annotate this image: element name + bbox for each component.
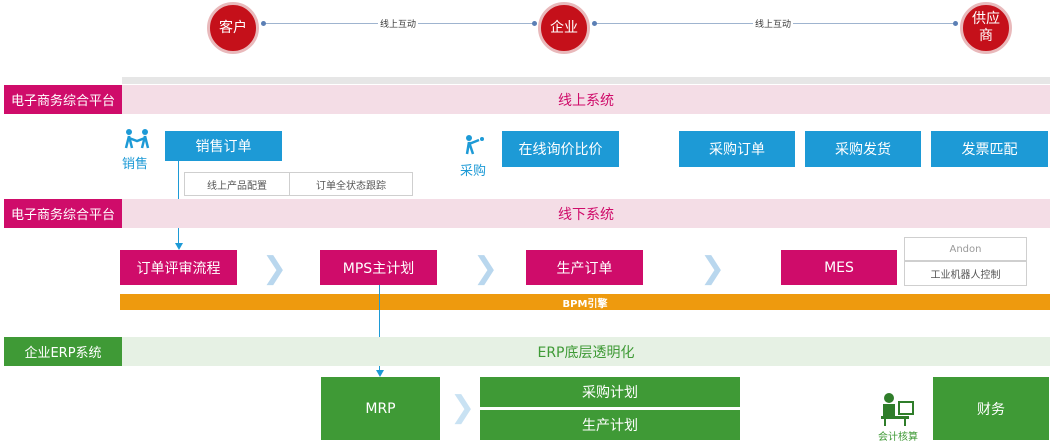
supplier-label: 供应商 xyxy=(972,11,1000,44)
supplier-node: 供应商 xyxy=(960,2,1012,54)
production-order-box: 生产订单 xyxy=(526,250,643,285)
invoice-match-box: 发票匹配 xyxy=(931,131,1048,167)
link-label-right: 线上互动 xyxy=(753,17,794,30)
link-dot xyxy=(261,21,266,26)
procure-icon-label: 采购 xyxy=(460,164,487,179)
link-label-left: 线上互动 xyxy=(378,17,419,30)
enterprise-label: 企业 xyxy=(550,19,578,36)
andon-box: Andon xyxy=(904,237,1027,261)
chevron-right-icon: ❯ xyxy=(262,251,288,286)
enterprise-node: 企业 xyxy=(538,2,590,54)
mps-box: MPS主计划 xyxy=(320,250,437,285)
sales-order-box: 销售订单 xyxy=(165,131,282,161)
online-inquiry-box: 在线询价比价 xyxy=(502,131,619,167)
purchase-plan-box: 采购计划 xyxy=(480,377,740,407)
band-top-strip xyxy=(122,77,1050,84)
handshake-icon xyxy=(124,129,150,149)
order-review-box: 订单评审流程 xyxy=(120,250,237,285)
link-dot xyxy=(592,21,597,26)
sub-tab-product-config: 线上产品配置 xyxy=(184,172,290,196)
purchase-delivery-box: 采购发货 xyxy=(805,131,921,167)
chevron-right-icon: ❯ xyxy=(450,390,476,425)
link-dot xyxy=(953,21,958,26)
connector-line xyxy=(379,285,380,373)
erp-tag: 企业ERP系统 xyxy=(4,337,122,366)
bpm-engine-bar: BPM引擎 xyxy=(120,294,1050,310)
finance-box: 财务 xyxy=(933,377,1049,440)
mrp-box: MRP xyxy=(321,377,440,440)
platform-tag-online: 电子商务综合平台 xyxy=(4,85,122,114)
mes-box: MES xyxy=(781,250,897,285)
robot-control-box: 工业机器人控制 xyxy=(904,261,1027,286)
customer-label: 客户 xyxy=(219,19,247,36)
arrow-down-icon xyxy=(175,243,183,250)
sales-icon-label: 销售 xyxy=(122,157,149,172)
chevron-right-icon: ❯ xyxy=(473,251,499,286)
offline-system-band: 线下系统 xyxy=(122,199,1050,228)
accountant-icon xyxy=(881,393,914,426)
online-system-band: 线上系统 xyxy=(122,85,1050,114)
production-plan-box: 生产计划 xyxy=(480,410,740,440)
chevron-right-icon: ❯ xyxy=(700,251,726,286)
procurement-icon xyxy=(465,135,484,155)
erp-band: ERP底层透明化 xyxy=(122,337,1050,366)
platform-tag-offline: 电子商务综合平台 xyxy=(4,199,122,228)
sub-tab-order-tracking: 订单全状态跟踪 xyxy=(289,172,413,196)
accounting-label: 会计核算 xyxy=(878,432,918,443)
purchase-order-box: 采购订单 xyxy=(679,131,795,167)
customer-node: 客户 xyxy=(207,2,259,54)
link-dot xyxy=(532,21,537,26)
arrow-down-icon xyxy=(376,370,384,377)
